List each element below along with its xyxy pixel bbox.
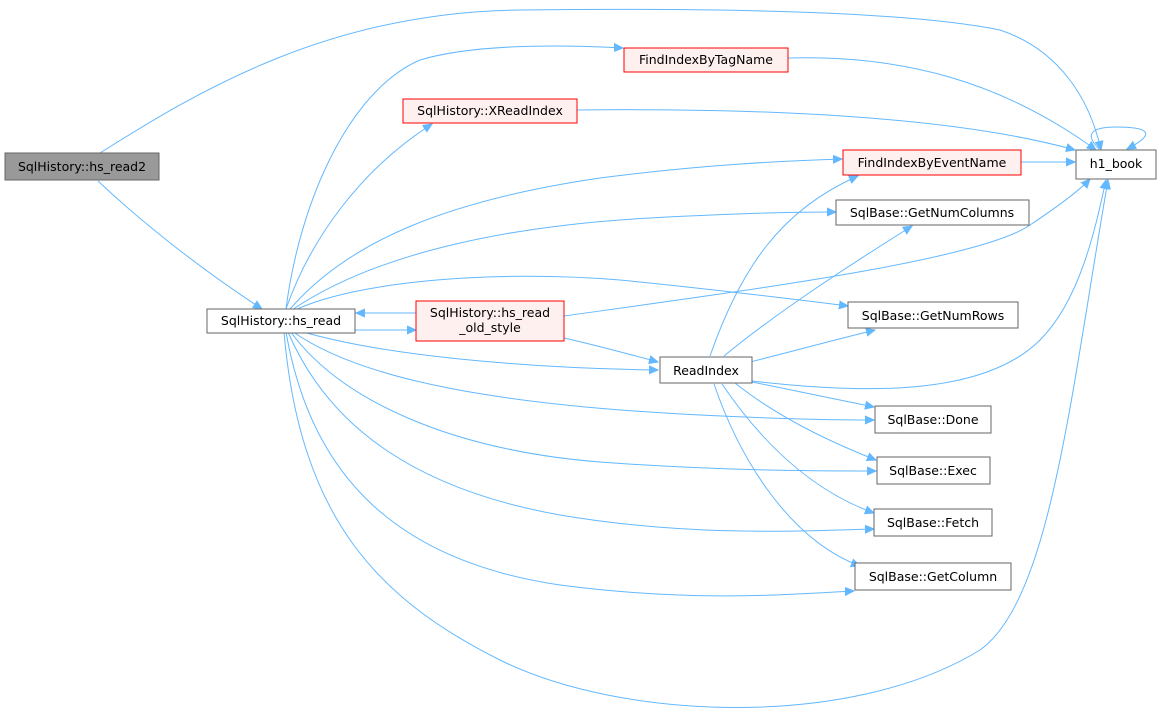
edge-find_tag-h1_book bbox=[787, 57, 1096, 150]
edge-read_index-get_column bbox=[713, 383, 860, 566]
edge-hs_read-xread bbox=[285, 124, 432, 310]
node-label: h1_book bbox=[1090, 156, 1143, 171]
node-label: SqlBase::Exec bbox=[889, 463, 977, 478]
node-label-line2: _old_style bbox=[458, 320, 521, 335]
node-exec[interactable]: SqlBase::Exec bbox=[876, 456, 991, 485]
node-label: FindIndexByEventName bbox=[858, 155, 1007, 170]
node-done[interactable]: SqlBase::Done bbox=[874, 405, 992, 434]
node-label: SqlBase::GetNumRows bbox=[862, 308, 1004, 323]
edge-xread-h1_book bbox=[576, 109, 1075, 150]
node-label: SqlHistory::hs_read bbox=[221, 313, 341, 328]
edge-read_index-h1_book bbox=[751, 180, 1106, 390]
node-hs-read2[interactable]: SqlHistory::hs_read2 bbox=[4, 152, 160, 181]
node-label: FindIndexByTagName bbox=[639, 52, 773, 67]
node-xread-index[interactable]: SqlHistory::XReadIndex bbox=[402, 98, 578, 124]
node-label: SqlBase::GetNumColumns bbox=[850, 205, 1014, 220]
edge-hs_read-get_column bbox=[285, 331, 854, 597]
node-label: SqlHistory::XReadIndex bbox=[417, 103, 563, 118]
node-find-index-by-event-name[interactable]: FindIndexByEventName bbox=[842, 149, 1022, 176]
node-label: SqlHistory::hs_read2 bbox=[18, 159, 146, 174]
node-label: SqlBase::GetColumn bbox=[869, 569, 997, 584]
edge-hs_read-read_index bbox=[299, 330, 658, 370]
edge-read_index-find_event bbox=[709, 176, 858, 357]
edge-hs_read_old-read_index bbox=[563, 337, 658, 362]
node-label-line1: SqlHistory::hs_read bbox=[430, 305, 550, 320]
edge-read_index-fetch bbox=[721, 383, 874, 513]
nodes: SqlHistory::hs_read2 SqlHistory::hs_read… bbox=[4, 47, 1157, 591]
edge-read_index-get_num_columns bbox=[723, 226, 912, 357]
node-get-num-rows[interactable]: SqlBase::GetNumRows bbox=[847, 301, 1019, 329]
node-find-index-by-tag-name[interactable]: FindIndexByTagName bbox=[623, 47, 789, 73]
edge-hs_read2-hs_read bbox=[97, 180, 262, 309]
edge-hs_read-h1_book bbox=[283, 180, 1108, 708]
node-label: SqlBase::Done bbox=[887, 412, 978, 427]
node-label: SqlBase::Fetch bbox=[887, 515, 979, 530]
node-get-column[interactable]: SqlBase::GetColumn bbox=[854, 562, 1012, 591]
node-label: ReadIndex bbox=[673, 363, 739, 378]
edge-read_index-get_num_rows bbox=[749, 330, 875, 363]
edge-h1_book-self bbox=[1090, 126, 1147, 149]
edge-hs_read-get_num_columns bbox=[291, 212, 836, 311]
edge-hs_read-find_tag bbox=[285, 46, 623, 310]
node-hs-read[interactable]: SqlHistory::hs_read bbox=[206, 308, 356, 334]
edge-hs_read-find_event bbox=[289, 159, 842, 310]
node-get-num-columns[interactable]: SqlBase::GetNumColumns bbox=[835, 199, 1030, 226]
edge-hs_read2-h1_book bbox=[99, 8, 1101, 154]
edge-hs_read-fetch bbox=[287, 331, 874, 531]
edge-hs_read-exec bbox=[289, 330, 876, 471]
edge-read_index-exec bbox=[734, 382, 876, 460]
edge-hs_read-get_num_rows bbox=[294, 275, 848, 311]
edge-hs_read-done bbox=[291, 330, 874, 420]
edges bbox=[97, 8, 1147, 708]
node-read-index[interactable]: ReadIndex bbox=[659, 356, 753, 384]
node-hs-read-old-style[interactable]: SqlHistory::hs_read _old_style bbox=[415, 300, 565, 342]
node-fetch[interactable]: SqlBase::Fetch bbox=[873, 508, 993, 537]
node-h1-book[interactable]: h1_book bbox=[1075, 149, 1157, 180]
edge-read_index-done bbox=[751, 381, 874, 407]
edge-hs_read_old-h1_book bbox=[563, 179, 1090, 317]
